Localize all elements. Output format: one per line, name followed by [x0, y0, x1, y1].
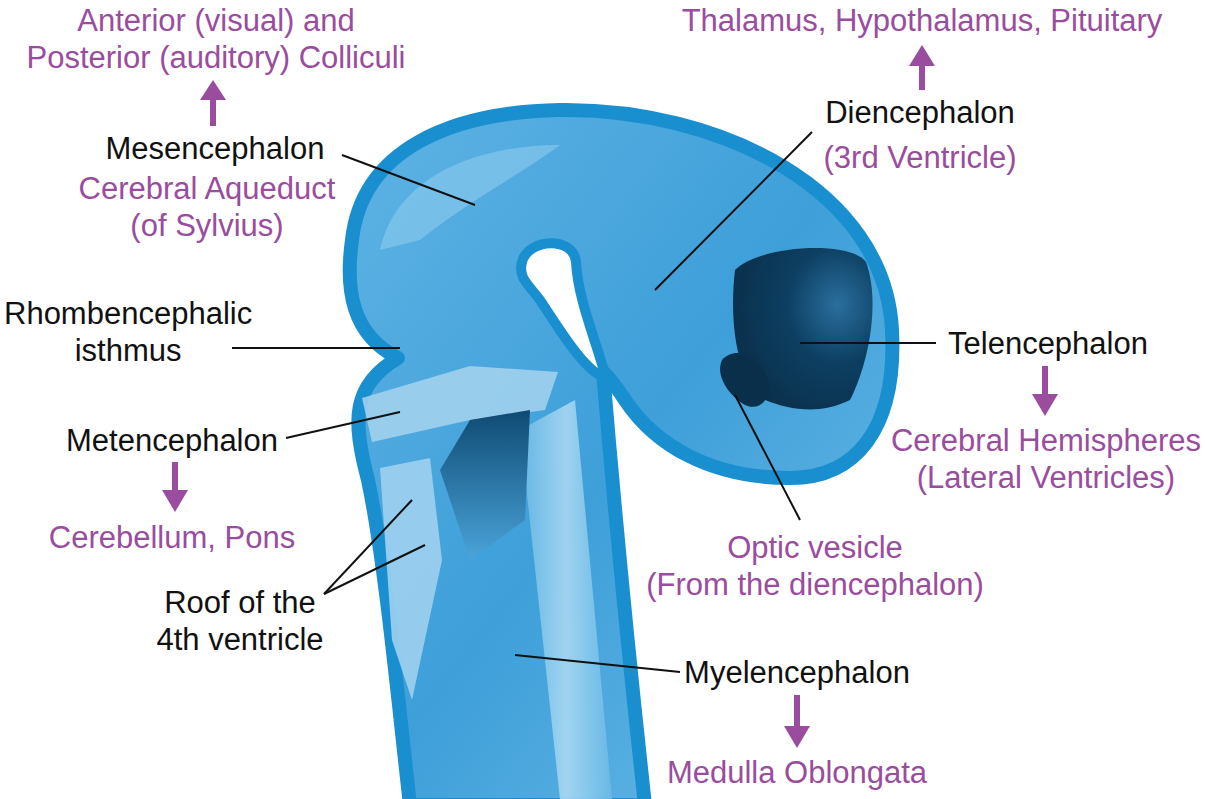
- arrow-shaft: [919, 62, 925, 90]
- developmental-fate-label: Medulla Oblongata: [667, 754, 927, 791]
- developmental-fate-label: Thalamus, Hypothalamus, Pituitary: [682, 2, 1163, 39]
- developmental-fate-label: (3rd Ventricle): [824, 139, 1017, 176]
- arrow-shaft: [1042, 366, 1048, 398]
- developmental-fate-label: Optic vesicle (From the diencephalon): [646, 529, 984, 603]
- mesencephalon-highlight: [380, 145, 560, 250]
- leader-line: [515, 655, 680, 672]
- leader-line: [342, 155, 475, 205]
- arrow-head: [200, 80, 226, 100]
- fourth-ventricle: [440, 410, 530, 560]
- ventricle-roof: [380, 458, 442, 700]
- brain-vesicle-label: Mesencephalon: [106, 130, 325, 167]
- brain-vesicle-label: Diencephalon: [825, 94, 1015, 131]
- leader-line: [800, 342, 936, 344]
- optic-vesicle: [720, 353, 769, 407]
- arrow-shaft: [210, 96, 216, 126]
- mesencephalic-slot: [521, 243, 606, 378]
- leader-line: [324, 500, 412, 594]
- developmental-fate-label: Cerebral Hemispheres (Lateral Ventricles…: [891, 422, 1201, 496]
- leader-line: [232, 347, 400, 349]
- developmental-fate-label: Cerebral Aqueduct (of Sylvius): [79, 170, 336, 244]
- arrow-shaft: [172, 462, 178, 494]
- leader-line: [735, 395, 800, 520]
- brain-vesicle-label: Myelencephalon: [684, 654, 910, 691]
- brain-vesicle-label: Rhombencephalic isthmus: [4, 295, 252, 369]
- leader-line: [286, 412, 400, 438]
- brain-vesicle-label: Roof of the 4th ventricle: [156, 584, 323, 658]
- neural-tube: [350, 110, 893, 799]
- arrow-head: [1032, 394, 1058, 416]
- brain-vesicle-label: Metencephalon: [66, 422, 278, 459]
- leader-line: [655, 132, 812, 290]
- arrow-head: [909, 45, 935, 66]
- arrow-head: [784, 726, 810, 748]
- brain-vesicle-label: Telencephalon: [948, 325, 1148, 362]
- leader-line: [324, 545, 425, 594]
- developmental-fate-label: Cerebellum, Pons: [49, 519, 295, 556]
- arrow-shaft: [794, 695, 800, 730]
- arrow-head: [162, 490, 188, 512]
- developmental-fate-label: Anterior (visual) and Posterior (auditor…: [26, 2, 405, 76]
- stem-highlight: [520, 400, 612, 799]
